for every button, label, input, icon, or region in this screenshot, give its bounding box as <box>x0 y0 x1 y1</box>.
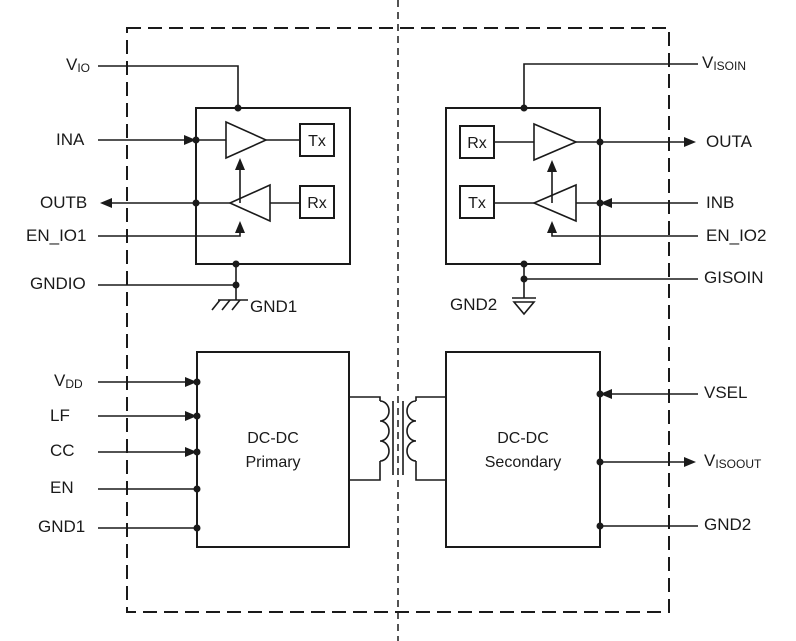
ground-gnd2-symbol: GND2 <box>450 295 536 316</box>
svg-text:Secondary: Secondary <box>485 454 562 471</box>
svg-text:Tx: Tx <box>468 195 486 212</box>
svg-text:VDD: VDD <box>54 371 83 391</box>
svg-text:Rx: Rx <box>307 195 327 212</box>
svg-text:CC: CC <box>50 441 75 460</box>
pin-vsel: VSEL <box>596 383 747 402</box>
svg-text:DC-DC: DC-DC <box>497 430 549 447</box>
svg-text:LF: LF <box>50 406 70 425</box>
pin-visoin: VISOIN <box>520 53 746 112</box>
left-tx-box <box>299 123 335 157</box>
svg-text:EN_IO1: EN_IO1 <box>26 226 86 245</box>
pin-ina: INA <box>56 130 226 149</box>
svg-text:VISOOUT: VISOOUT <box>704 451 762 471</box>
svg-text:EN_IO2: EN_IO2 <box>706 226 766 245</box>
dcdc-secondary-block <box>445 351 601 548</box>
left-rx-box <box>299 185 335 219</box>
svg-text:DC-DC: DC-DC <box>247 430 299 447</box>
svg-text:GND1: GND1 <box>38 517 85 536</box>
pin-gisoin: GISOIN <box>520 260 764 298</box>
pin-en-io2: EN_IO2 <box>547 221 766 245</box>
right-rx-buffer <box>533 122 579 162</box>
pin-visoout: VISOOUT <box>596 451 762 471</box>
pin-gnd2: GND2 <box>596 515 751 534</box>
ground-gnd1-symbol: GND1 <box>211 297 297 316</box>
isolation-transformer <box>349 396 446 481</box>
svg-text:OUTB: OUTB <box>40 193 87 212</box>
pin-outb: OUTB <box>40 193 230 212</box>
svg-text:GND1: GND1 <box>250 297 297 316</box>
pin-outa: OUTA <box>576 132 753 151</box>
right-tx-box <box>459 185 495 219</box>
pin-vdd: VDD <box>54 371 201 391</box>
svg-text:GND2: GND2 <box>704 515 751 534</box>
svg-text:OUTA: OUTA <box>706 132 753 151</box>
pin-lf: LF <box>50 406 201 425</box>
pin-gndio: GNDIO <box>30 260 240 300</box>
pin-gnd1: GND1 <box>38 517 201 536</box>
svg-text:VIO: VIO <box>66 55 90 75</box>
svg-text:VSEL: VSEL <box>704 383 747 402</box>
svg-text:Tx: Tx <box>308 133 326 150</box>
svg-text:INB: INB <box>706 193 734 212</box>
pin-vio: VIO <box>66 55 242 112</box>
svg-text:GNDIO: GNDIO <box>30 274 86 293</box>
pin-en: EN <box>50 478 201 497</box>
svg-text:GISOIN: GISOIN <box>704 268 764 287</box>
pin-inb: INB <box>576 193 734 212</box>
svg-text:Primary: Primary <box>245 454 300 471</box>
left-tx-buffer <box>225 120 268 160</box>
pin-en-io1: EN_IO1 <box>26 221 245 245</box>
svg-text:EN: EN <box>50 478 74 497</box>
svg-text:VISOIN: VISOIN <box>702 53 746 73</box>
svg-text:Rx: Rx <box>467 135 487 152</box>
left-rx-buffer <box>228 183 271 223</box>
svg-text:INA: INA <box>56 130 85 149</box>
pin-cc: CC <box>50 441 201 460</box>
dcdc-primary-block <box>196 351 350 548</box>
svg-text:GND2: GND2 <box>450 295 497 314</box>
